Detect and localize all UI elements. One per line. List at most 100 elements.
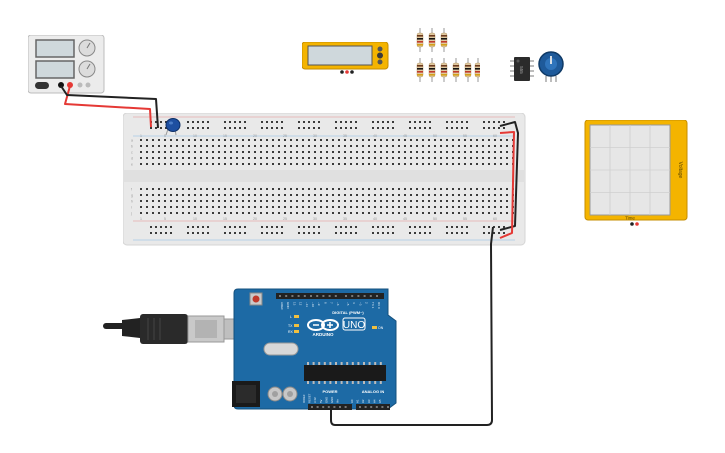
resistor-icon[interactable] <box>464 58 472 82</box>
power-pin[interactable] <box>339 406 341 408</box>
power-pin[interactable] <box>333 406 336 408</box>
power-pin[interactable] <box>327 406 330 408</box>
atmega-chip <box>304 365 386 381</box>
resistor-icon[interactable] <box>452 58 460 82</box>
power-pin[interactable] <box>344 406 347 408</box>
breadboard[interactable]: 1155101015152020252530303535404045455050… <box>123 113 527 247</box>
digital-pin[interactable] <box>303 295 306 297</box>
digital-pin[interactable] <box>285 295 288 297</box>
led-tx <box>294 324 299 327</box>
resistor-icon[interactable] <box>428 58 436 82</box>
digital-pin[interactable] <box>363 295 366 297</box>
led-rx <box>294 330 299 333</box>
digital-pin[interactable] <box>328 295 331 297</box>
analog-pin[interactable] <box>375 406 378 408</box>
digital-pin[interactable] <box>279 295 281 297</box>
column-number: 5 <box>164 134 166 138</box>
oscilloscope[interactable]: Voltage Time <box>584 120 688 230</box>
negative-terminal[interactable] <box>58 82 64 88</box>
led-on <box>372 326 377 329</box>
digital-pin[interactable] <box>369 295 372 297</box>
digital-pin[interactable] <box>345 295 347 297</box>
led-l-label: L <box>290 315 292 319</box>
usb-cable[interactable] <box>100 306 250 352</box>
ic-chip-555[interactable]: 555 <box>510 56 534 82</box>
ic-chip-label: 555 <box>519 66 524 74</box>
column-number: 45 <box>403 134 407 138</box>
analog-pin-label: A0 <box>350 399 354 403</box>
led-rx-label: RX <box>288 330 294 334</box>
analog-pin[interactable] <box>381 406 384 408</box>
column-number: 20 <box>253 217 257 221</box>
digital-pin[interactable] <box>316 295 319 297</box>
power-switch-icon[interactable] <box>35 82 49 89</box>
column-number: 40 <box>373 134 377 138</box>
multimeter[interactable] <box>302 42 390 76</box>
row-letter: h <box>131 200 133 204</box>
power-header[interactable] <box>308 404 352 410</box>
power-pin-label: 5V <box>319 399 323 403</box>
positive-terminal[interactable] <box>67 82 73 88</box>
row-letter: b <box>131 145 133 149</box>
column-number: 50 <box>433 134 437 138</box>
voltage-display <box>35 39 75 58</box>
led-tx-label: TX <box>288 324 293 328</box>
ground-terminal[interactable] <box>77 82 83 88</box>
power-pin[interactable] <box>311 406 313 408</box>
column-number: 15 <box>223 217 227 221</box>
column-number: 25 <box>283 134 287 138</box>
analog-header-label: ANALOG IN <box>362 389 385 394</box>
power-pin[interactable] <box>322 406 325 408</box>
digital-pin-label: TX 1 <box>371 302 375 309</box>
column-number: 35 <box>343 134 347 138</box>
resistor-icon[interactable] <box>474 58 480 82</box>
power-supply[interactable] <box>28 35 108 97</box>
current-display <box>35 60 75 79</box>
resistor-parts-bin[interactable] <box>414 26 480 84</box>
analog-pin[interactable] <box>359 406 361 408</box>
oscilloscope-x-label: Time <box>625 216 635 221</box>
column-number: 35 <box>343 217 347 221</box>
digital-pin[interactable] <box>310 295 312 297</box>
digital-pin-label: 8 <box>323 302 327 304</box>
resistor-icon[interactable] <box>428 28 436 52</box>
resistor-icon[interactable] <box>440 28 448 52</box>
resistor-icon[interactable] <box>416 58 424 82</box>
digital-pin-label: ~5 <box>346 302 350 306</box>
column-number: 30 <box>313 134 317 138</box>
digital-pin-label: ~9 <box>317 302 321 306</box>
multimeter-dial-icon[interactable] <box>377 52 383 59</box>
power-pin-label: GND <box>330 397 334 403</box>
digital-pin-label: GND <box>286 302 290 310</box>
capacitor[interactable] <box>162 117 184 137</box>
resistor-icon[interactable] <box>440 58 448 82</box>
led-on-label: ON <box>378 326 384 330</box>
digital-pin[interactable] <box>334 295 337 297</box>
analog-pin-label: A2 <box>361 399 365 403</box>
digital-pin-label: 12 <box>299 302 303 306</box>
digital-pin[interactable] <box>322 295 325 297</box>
digital-pin-label: ~3 <box>358 302 362 306</box>
power-pin[interactable] <box>316 406 319 408</box>
analog-header[interactable] <box>356 404 390 410</box>
analog-pin[interactable] <box>387 406 389 408</box>
digital-pin[interactable] <box>357 295 360 297</box>
resistor-icon[interactable] <box>416 28 424 52</box>
digital-pin[interactable] <box>291 295 294 297</box>
digital-pin[interactable] <box>297 295 300 297</box>
analog-pin[interactable] <box>370 406 373 408</box>
digital-pin[interactable] <box>376 295 378 297</box>
arduino-brand: ARDUINO <box>313 332 334 337</box>
digital-pin-label: 13 <box>292 302 296 306</box>
multimeter-screen <box>307 45 373 66</box>
digital-pin[interactable] <box>351 295 354 297</box>
led-l <box>294 315 299 318</box>
column-number: 10 <box>193 217 197 221</box>
analog-pin[interactable] <box>364 406 367 408</box>
row-letter: j <box>130 212 132 216</box>
column-number: 55 <box>463 217 467 221</box>
potentiometer[interactable] <box>536 50 566 84</box>
arduino-model: UNO <box>343 320 365 331</box>
row-letter: f <box>131 188 132 192</box>
